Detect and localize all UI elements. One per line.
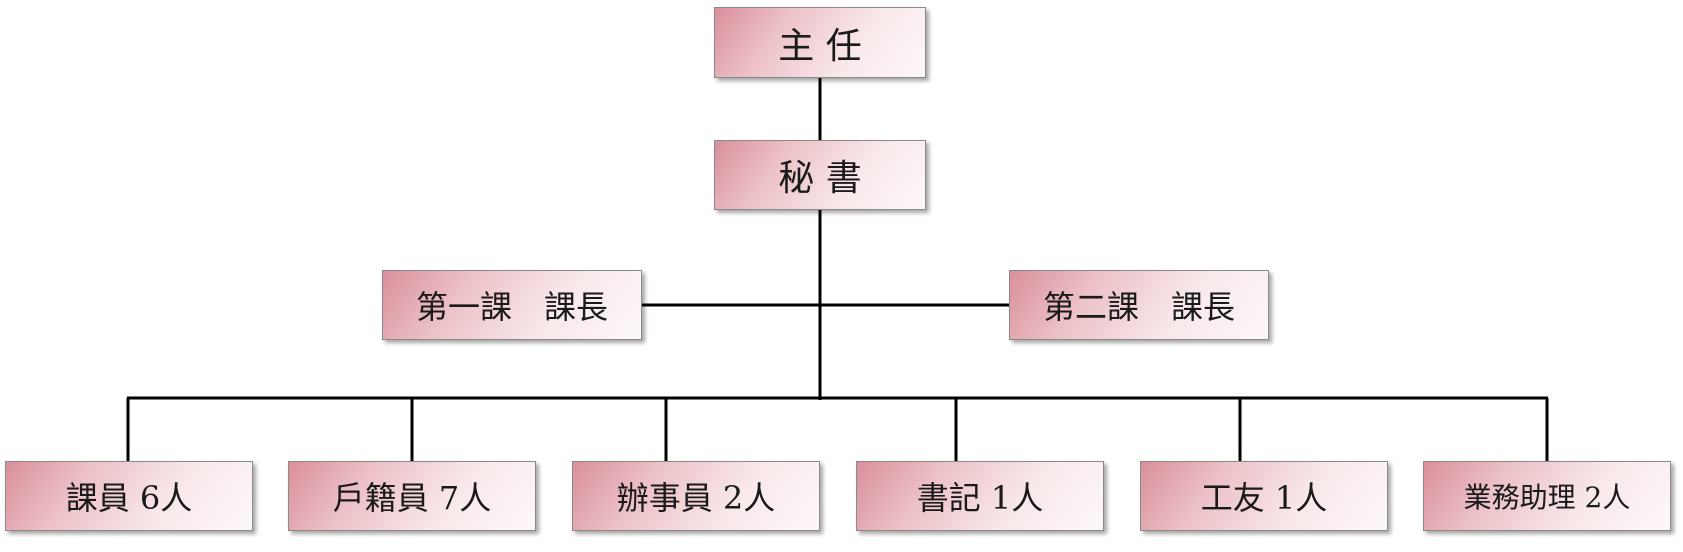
box-secretary: 秘 書 xyxy=(714,140,926,210)
staff-6-label: 業務助理 2人 xyxy=(1463,481,1631,514)
box-staff-4: 書記 1人 xyxy=(856,461,1104,531)
box-section-chief-1: 第一課 課長 xyxy=(382,270,642,340)
section-chief-1-label: 第一課 課長 xyxy=(415,288,608,326)
box-staff-1: 課員 6人 xyxy=(5,461,253,531)
staff-3-label: 辦事員 2人 xyxy=(616,479,776,517)
box-staff-2: 戶籍員 7人 xyxy=(288,461,536,531)
staff-5-label: 工友 1人 xyxy=(1200,479,1328,517)
staff-1-label: 課員 6人 xyxy=(65,479,193,517)
secretary-label: 秘 書 xyxy=(778,158,862,199)
box-staff-6: 業務助理 2人 xyxy=(1423,461,1671,531)
box-staff-3: 辦事員 2人 xyxy=(572,461,820,531)
box-staff-5: 工友 1人 xyxy=(1140,461,1388,531)
director-label: 主 任 xyxy=(778,25,862,67)
staff-4-label: 書記 1人 xyxy=(916,479,1044,517)
section-chief-2-label: 第二課 課長 xyxy=(1042,288,1235,326)
box-section-chief-2: 第二課 課長 xyxy=(1009,270,1269,340)
box-director: 主 任 xyxy=(714,7,926,78)
staff-2-label: 戶籍員 7人 xyxy=(332,479,492,517)
